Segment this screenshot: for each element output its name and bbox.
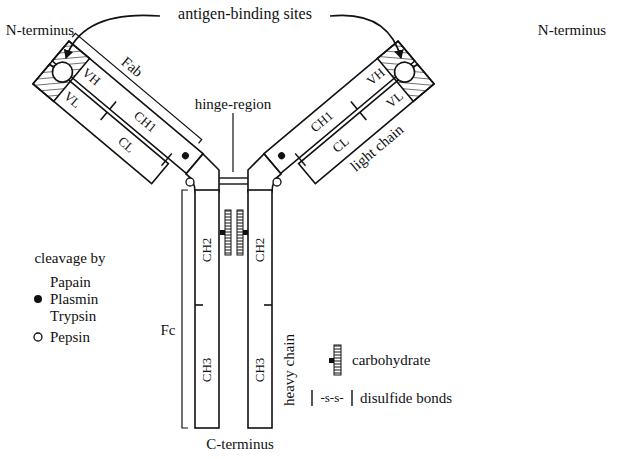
region-label: hinge-region	[195, 96, 272, 113]
domain-label: CH2	[200, 238, 214, 263]
domain-label: CH2	[253, 238, 267, 263]
legend-text: carbohydrate	[352, 352, 430, 369]
chain-label: heavy chain	[281, 334, 298, 406]
legend-text: disulfide bonds	[360, 390, 452, 407]
terminus-label: N-terminus	[538, 22, 606, 39]
terminus-label: N-terminus	[6, 22, 74, 39]
legend-heading: cleavage by	[34, 250, 105, 267]
legend-text: Papain	[50, 274, 91, 291]
fragment-label: Fc	[161, 322, 176, 339]
domain-label: CH3	[200, 358, 214, 383]
domain-label: CH3	[253, 358, 267, 383]
callout-title: antigen-binding sites	[178, 5, 312, 23]
legend-text: Plasmin	[50, 291, 98, 308]
bond-sample: -s-s-	[320, 391, 343, 405]
legend-text: Pepsin	[50, 329, 90, 346]
fragment-label: Fab	[118, 53, 146, 80]
legend-text: Trypsin	[50, 308, 96, 325]
terminus-label: C-terminus	[206, 436, 274, 453]
